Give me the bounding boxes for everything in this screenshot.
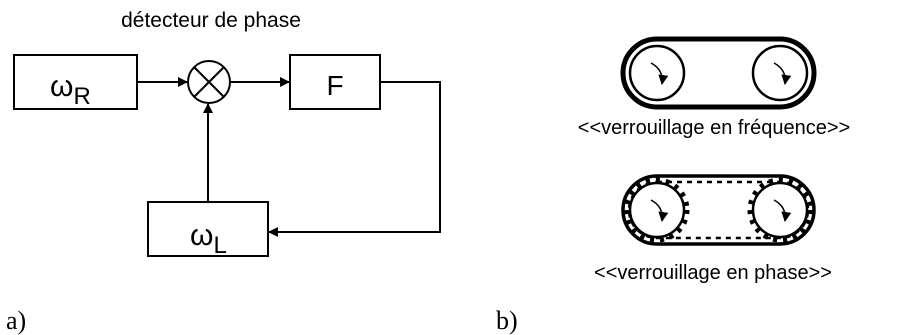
right-sprocket [751,181,809,239]
vco-block: ωL [147,201,269,259]
filter-to-vco-feedback-arrow [268,81,441,237]
rotation-arrow-icon [650,199,669,222]
phase-lock-label: <<verrouillage en phase>> [594,262,832,284]
filter-block-label: F [326,70,343,101]
panel-a-caption: a) [6,306,26,335]
panel-a: détecteur de phase ωR F ωL a) [6,9,441,335]
toothed-belt-outer [621,174,816,246]
vco-block-label: ωL [190,219,227,259]
omega-subscript: R [73,83,90,110]
left-sprocket [628,181,686,239]
frequency-lock-label: <<verrouillage en fréquence>> [578,117,850,139]
left-sprocket-teeth [624,177,690,243]
reference-block: ωR [13,54,138,110]
rotation-arrow-icon [773,62,792,85]
rotation-arrow-icon [650,62,669,85]
filter-block: F [289,54,381,110]
reference-block-label: ωR [50,70,91,110]
frequency-lock-belt-drawing [620,36,817,110]
mixer-symbol [187,60,231,104]
panel-b: <<verrouillage en fréquence>> <<verrouil… [496,36,850,335]
phase-lock-belt-drawing [621,174,816,246]
phase-detector-label: détecteur de phase [121,9,301,32]
right-sprocket-teeth [747,177,813,243]
right-pulley [751,44,809,102]
omega-symbol: ω [50,70,73,103]
omega-symbol: ω [190,219,213,252]
left-pulley [628,44,686,102]
omega-subscript: L [213,232,226,259]
panel-b-caption: b) [496,306,518,335]
mixer-cross-line [193,66,225,98]
smooth-belt [620,36,817,110]
toothed-belt-teeth [627,180,810,240]
rotation-arrow-icon [773,199,792,222]
